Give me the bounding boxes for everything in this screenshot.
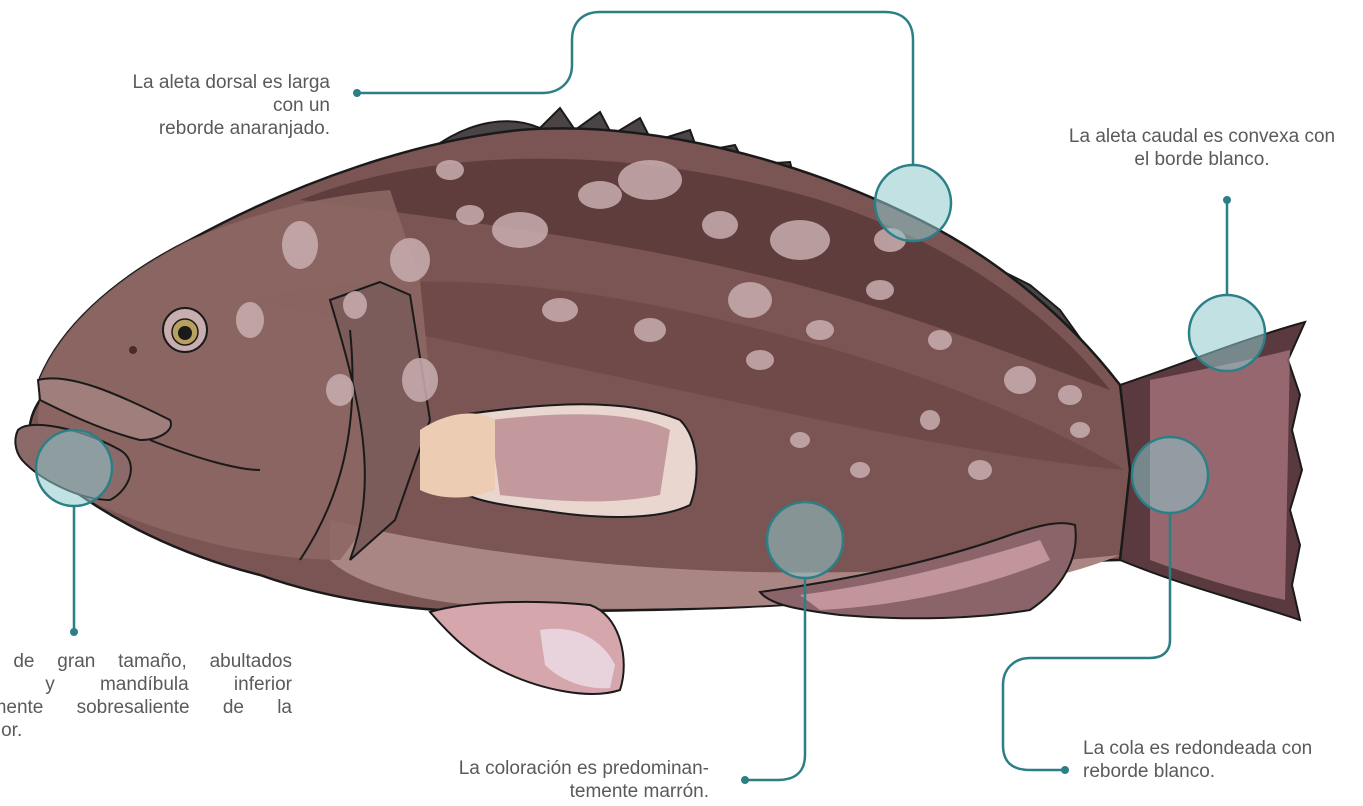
caudal-fin-annotation: La aleta caudal es convexa con el borde …: [1042, 125, 1362, 171]
dorsal-leader-dot: [353, 89, 361, 97]
pectoral-fin-base: [420, 413, 495, 497]
coloration-annotation: La coloración es predominan- temente mar…: [395, 757, 709, 803]
dorsal-annotation-line2: reborde anaranjado.: [120, 117, 330, 140]
tail-annotation-line1: La cola es redondeada con: [1083, 737, 1363, 760]
coloration-marker: [767, 502, 843, 578]
dorsal-annotation-line1: La aleta dorsal es larga con un: [120, 71, 330, 117]
dorsal-fin-marker: [875, 165, 951, 241]
caudal-fin-marker: [1189, 295, 1265, 371]
tail-annotation: La cola es redondeada con reborde blanco…: [1083, 737, 1363, 783]
mouth-marker: [36, 430, 112, 506]
mouth-annotation-line2: os y mandíbula inferior: [0, 673, 292, 696]
coloration-leader-dot: [741, 776, 749, 784]
caudal-leader-dot: [1223, 196, 1231, 204]
coloration-annotation-line2: temente marrón.: [395, 780, 709, 803]
mouth-annotation-line4: erior.: [0, 719, 292, 742]
mouth-annotation: a de gran tamaño, abultados os y mandíbu…: [0, 650, 292, 742]
pectoral-fin-rays: [490, 414, 670, 501]
mouth-annotation-line3: amente sobresaliente de la: [0, 696, 292, 719]
caudal-annotation-line2: el borde blanco.: [1042, 148, 1362, 171]
coloration-annotation-line1: La coloración es predominan-: [395, 757, 709, 780]
tail-marker: [1132, 437, 1208, 513]
mouth-leader-dot: [70, 628, 78, 636]
nostril: [129, 346, 137, 354]
dorsal-fin-annotation: La aleta dorsal es larga con un reborde …: [120, 71, 330, 140]
pupil: [178, 326, 192, 340]
caudal-annotation-line1: La aleta caudal es convexa con: [1042, 125, 1362, 148]
tail-annotation-line2: reborde blanco.: [1083, 760, 1363, 783]
mouth-annotation-line1: a de gran tamaño, abultados: [0, 650, 292, 673]
tail-leader-dot: [1061, 766, 1069, 774]
